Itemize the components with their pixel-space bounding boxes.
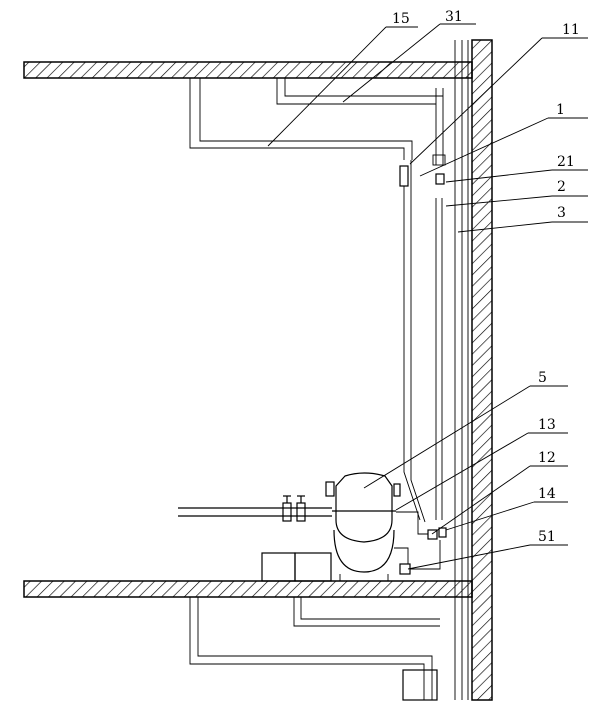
label-1: 1 [556,102,565,118]
fitting-14 [438,527,447,538]
valve-21 [435,173,445,185]
building-structure [23,39,493,701]
box-left [261,552,296,582]
label-15: 15 [392,11,410,27]
ceiling-pipes [189,78,446,166]
discharge-pipe [178,495,332,522]
label-12: 12 [538,450,556,466]
label-31: 31 [445,9,463,25]
right-wall [471,39,493,701]
compressor [325,472,401,581]
compressor-connections [394,511,447,575]
floor-slab [23,580,473,598]
fitting-12 [427,529,438,540]
valve-a [282,502,292,522]
label-11: 11 [562,22,580,38]
label-2: 2 [557,179,566,195]
floor-boxes [261,552,332,582]
indoor-unit [399,160,445,523]
label-5: 5 [538,370,547,386]
subfloor-pipes [189,597,440,701]
box-right [294,552,332,582]
label-13: 13 [538,417,556,433]
label-14: 14 [538,486,556,502]
ceiling-slab [23,61,473,79]
subfloor-box [402,669,438,701]
vertical-pipes [435,40,469,700]
indoor-unit-bracket [399,165,409,187]
valve-b [296,502,306,522]
label-21: 21 [557,154,575,170]
callout-labels: 15 31 11 1 21 2 3 5 13 12 14 51 [392,9,580,545]
label-3: 3 [557,205,566,221]
label-51: 51 [538,529,556,545]
leader-lines [267,23,588,570]
